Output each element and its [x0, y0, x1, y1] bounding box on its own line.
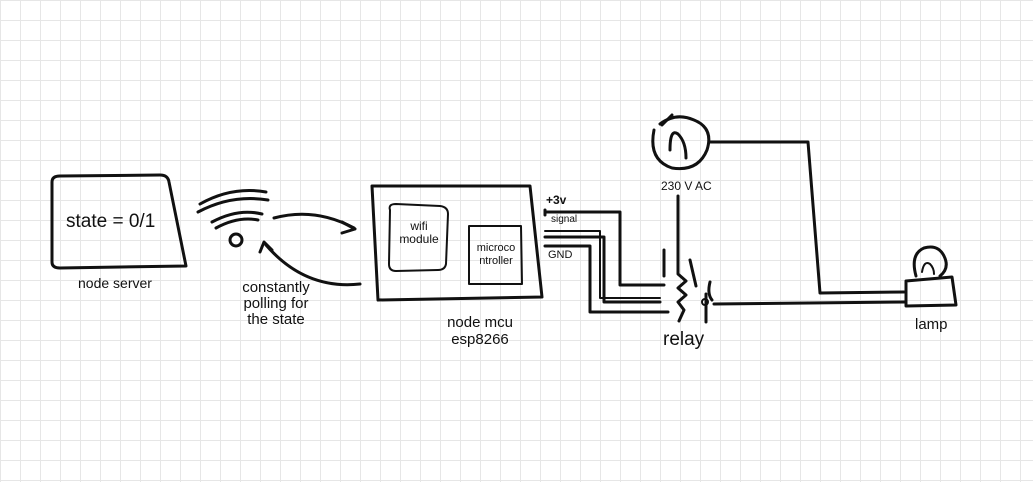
microcontroller-box	[468, 225, 523, 285]
relay-to-lamp-wire	[712, 300, 908, 306]
ac-source	[651, 113, 711, 171]
polling-line-1: constantly	[242, 279, 310, 296]
relay-symbol	[662, 244, 714, 324]
signal-pin-label: signal	[551, 214, 578, 225]
node-mcu-label: node mcu esp8266	[424, 314, 536, 348]
ac-to-lamp-wire	[708, 140, 906, 295]
node-server-state: state = 0/1	[66, 211, 156, 232]
node-mcu-line-1: node mcu	[447, 314, 513, 331]
request-arrow	[272, 212, 357, 235]
vcc-wire	[543, 208, 666, 287]
ac-source-label: 230 V AC	[661, 179, 712, 193]
signal-wire	[543, 230, 662, 304]
wifi-module-line-1: wifi	[410, 219, 428, 233]
node-mcu-line-2: esp8266	[451, 331, 509, 348]
gnd-wire	[543, 244, 670, 314]
wifi-module-line-2: module	[399, 232, 439, 246]
microcontroller-label: microco ntroller	[469, 242, 523, 268]
node-server-label: node server	[78, 275, 152, 291]
node-server-box	[50, 173, 188, 270]
vcc-pin-label: +3v	[546, 193, 567, 207]
node-mcu-board	[370, 184, 544, 302]
relay-label: relay	[663, 329, 705, 350]
gnd-pin-label: GND	[548, 249, 573, 261]
polling-line-2: polling for	[243, 295, 309, 312]
microcontroller-line-2: ntroller	[479, 255, 513, 267]
lamp-label: lamp	[915, 316, 948, 333]
wifi-module-label: wifi module	[390, 220, 448, 246]
wifi-icon	[196, 189, 270, 248]
lamp-icon	[904, 245, 958, 308]
response-arrow	[258, 240, 362, 287]
microcontroller-line-1: microco	[476, 242, 516, 254]
wifi-module-box	[388, 203, 449, 272]
polling-line-3: the state	[247, 311, 305, 328]
polling-caption: constantly polling for the state	[232, 280, 320, 328]
